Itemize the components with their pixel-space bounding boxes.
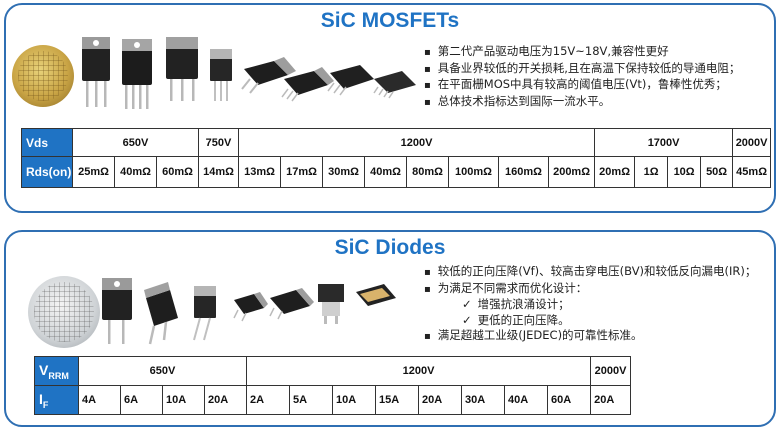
to247-plus-package-image [166, 37, 198, 101]
rds-label: Rds(on) [21, 156, 73, 188]
diode-feature-item: 较低的正向压降(Vf)、较高击穿电压(BV)和较低反向漏电(IR)； [424, 264, 757, 281]
voltage-cell: 1700V [594, 128, 734, 157]
resistance-cell: 1Ω [634, 156, 669, 188]
resistance-cell: 100mΩ [448, 156, 500, 188]
d2pak-package-image [269, 288, 314, 320]
resistance-cell: 40mΩ [114, 156, 157, 188]
current-cell: 6A [120, 385, 163, 415]
diode-feature-item: 为满足不同需求而优化设计： [424, 281, 756, 298]
mosfet-spec-table: Vds 650V 750V 1200V 1700V 2000V Rds(on) … [21, 128, 772, 188]
resistance-cell: 160mΩ [498, 156, 550, 188]
vrrm-label: VRRM [34, 356, 79, 386]
current-cell: 10A [162, 385, 205, 415]
resistance-cell: 200mΩ [548, 156, 596, 188]
diode-spec-table: VRRM 650V 1200V 2000V IF 4A 6A 10A 20A 2… [34, 356, 632, 415]
resistance-cell: 80mΩ [406, 156, 450, 188]
voltage-cell: 750V [198, 128, 240, 157]
if-label: IF [34, 385, 79, 415]
diode-feature-item: 满足超越工业级(JEDEC)的可靠性标准。 [424, 328, 756, 345]
current-cell: 20A [203, 385, 248, 415]
resistance-cell: 14mΩ [198, 156, 240, 188]
to247-2-package-image [144, 282, 178, 345]
dpak-package-image [233, 292, 268, 322]
voltage-cell: 1200V [238, 128, 596, 157]
diode-feature-list: 较低的正向压降(Vf)、较高击穿电压(BV)和较低反向漏电(IR)； 为满足不同… [424, 264, 757, 345]
resistance-cell: 17mΩ [280, 156, 324, 188]
vrrm-row: VRRM 650V 1200V 2000V [34, 356, 632, 386]
to220-package-image [193, 286, 216, 341]
resistance-cell: 40mΩ [364, 156, 408, 188]
mosfet-feature-item: 第二代产品驱动电压为15V~18V,兼容性更好 [424, 44, 740, 61]
current-cell: 20A [590, 385, 632, 415]
resistance-cell: 20mΩ [594, 156, 636, 188]
diode-package-images [102, 278, 396, 345]
mosfet-feature-item: 总体技术指标达到国际一流水平。 [424, 94, 740, 111]
diode-feature-subitem: 更低的正向压降。 [424, 313, 756, 329]
mosfet-feature-list: 第二代产品驱动电压为15V~18V,兼容性更好 具备业界较低的开关损耗,且在高温… [424, 44, 741, 111]
resistance-cell: 30mΩ [322, 156, 366, 188]
current-cell: 10A [332, 385, 377, 415]
current-cell: 60A [547, 385, 592, 415]
resistance-cell: 60mΩ [155, 156, 200, 188]
toll-package-image [327, 65, 374, 96]
diode-title: SiC Diodes [334, 236, 446, 259]
to252-package-image [318, 284, 344, 324]
mosfet-panel: SiC MOSFETs [4, 3, 776, 213]
resistance-cell: 25mΩ [72, 156, 115, 188]
resistance-cell: 50Ω [700, 156, 734, 188]
wafer-image [28, 276, 100, 348]
dfn-package-image [356, 284, 396, 306]
voltage-cell: 2000V [590, 356, 632, 386]
current-cell: 5A [289, 385, 334, 415]
diode-feature-subitem: 增强抗浪涌设计； [424, 297, 756, 313]
vds-row: Vds 650V 750V 1200V 1700V 2000V [21, 128, 772, 157]
resistance-cell: 10Ω [667, 156, 702, 188]
voltage-cell: 2000V [732, 128, 772, 157]
mosfet-feature-item: 具备业界较低的开关损耗,且在高温下保持较低的导通电阻； [424, 61, 741, 78]
current-cell: 2A [246, 385, 291, 415]
to220-package-image [210, 49, 232, 101]
voltage-cell: 1200V [246, 356, 592, 386]
if-row: IF 4A 6A 10A 20A 2A 5A 10A 15A 20A 30A 4… [34, 385, 632, 415]
to263-package-image [241, 57, 296, 94]
vds-label: Vds [21, 128, 73, 157]
to247-package-image [82, 37, 110, 107]
diode-panel: SiC Diodes [4, 230, 776, 427]
resistance-cell: 13mΩ [238, 156, 282, 188]
voltage-cell: 650V [71, 128, 200, 157]
rds-row: Rds(on) 25mΩ 40mΩ 60mΩ 14mΩ 13mΩ 17mΩ 30… [21, 156, 772, 188]
to247-package-image [102, 278, 132, 344]
mosfet-title: SiC MOSFETs [320, 9, 460, 32]
current-cell: 20A [418, 385, 463, 415]
voltage-cell: 650V [77, 356, 248, 386]
resistance-cell: 45mΩ [732, 156, 772, 188]
current-cell: 40A [504, 385, 549, 415]
mosfet-package-images [82, 37, 416, 109]
current-cell: 4A [78, 385, 121, 415]
current-cell: 30A [461, 385, 506, 415]
mosfet-feature-item: 在平面栅MOS中具有较高的阈值电压(Vt)，鲁棒性优秀； [424, 77, 740, 94]
to263-7-package-image [281, 67, 334, 102]
to247-4-package-image [122, 39, 152, 109]
wafer-image [12, 45, 74, 107]
current-cell: 15A [375, 385, 420, 415]
hsop-package-image [373, 71, 416, 99]
